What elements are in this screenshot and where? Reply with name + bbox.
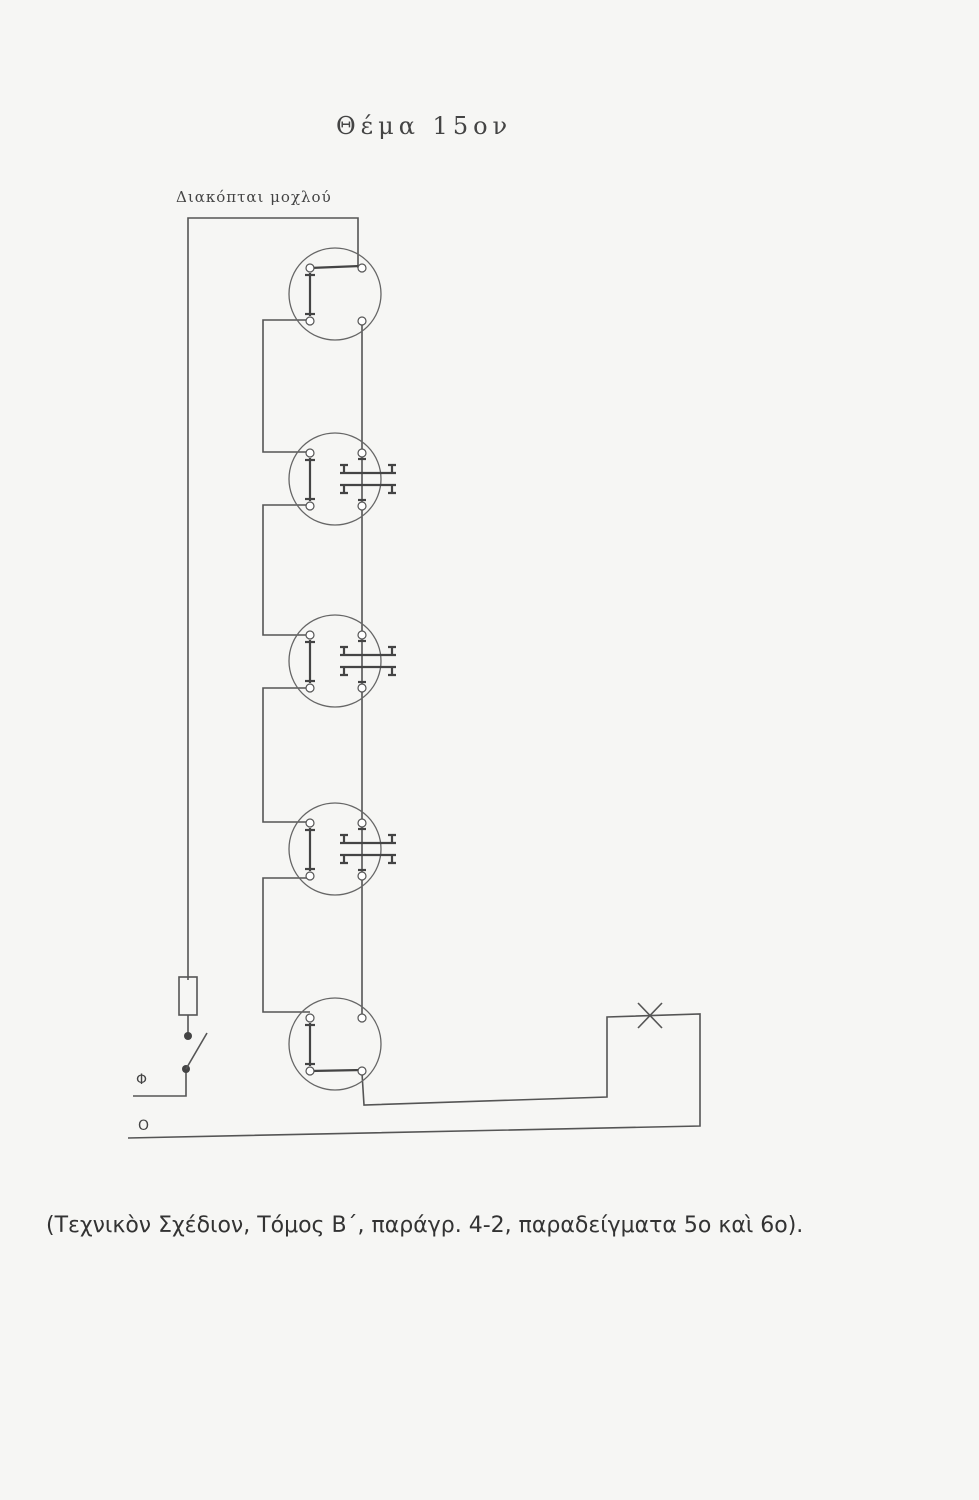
terminal-icon bbox=[357, 818, 367, 828]
switch-box-4 bbox=[288, 802, 396, 896]
terminal-icon bbox=[305, 448, 315, 458]
terminal-icon bbox=[305, 1066, 315, 1076]
main-switch-icon bbox=[182, 1032, 208, 1073]
terminal-icon bbox=[357, 263, 367, 273]
switch-box-5 bbox=[288, 997, 382, 1091]
terminal-icon bbox=[357, 448, 367, 458]
wires bbox=[127, 217, 701, 1139]
terminal-icon bbox=[305, 818, 315, 828]
switch-box-3 bbox=[288, 614, 396, 708]
lamp-icon bbox=[637, 1002, 663, 1029]
terminal-icon bbox=[305, 683, 315, 693]
terminal-icon bbox=[305, 501, 315, 511]
terminal-icon bbox=[357, 630, 367, 640]
terminal-icon bbox=[305, 630, 315, 640]
terminal-icon bbox=[357, 316, 367, 326]
caption: (Τεχνικὸν Σχέδιον, Τόμος Β΄, παράγρ. 4-2… bbox=[46, 1213, 804, 1238]
switch-box-2 bbox=[288, 432, 396, 526]
terminal-icon bbox=[357, 1066, 367, 1076]
terminal-icon bbox=[357, 683, 367, 693]
terminal-icon bbox=[305, 871, 315, 881]
switch-label: Διακόπται μοχλού bbox=[176, 188, 332, 206]
terminal-icon bbox=[305, 1013, 315, 1023]
neutral-label: Ο bbox=[138, 1118, 150, 1134]
terminal-icon bbox=[305, 263, 315, 273]
terminal-icon bbox=[305, 316, 315, 326]
page-title: Θέμα 15ον bbox=[336, 112, 513, 140]
switch-box-1 bbox=[288, 247, 382, 341]
fuse-icon bbox=[178, 976, 198, 1016]
terminal-icon bbox=[357, 501, 367, 511]
phase-label: Φ bbox=[136, 1072, 148, 1088]
terminal-icon bbox=[357, 871, 367, 881]
terminal-icon bbox=[357, 1013, 367, 1023]
